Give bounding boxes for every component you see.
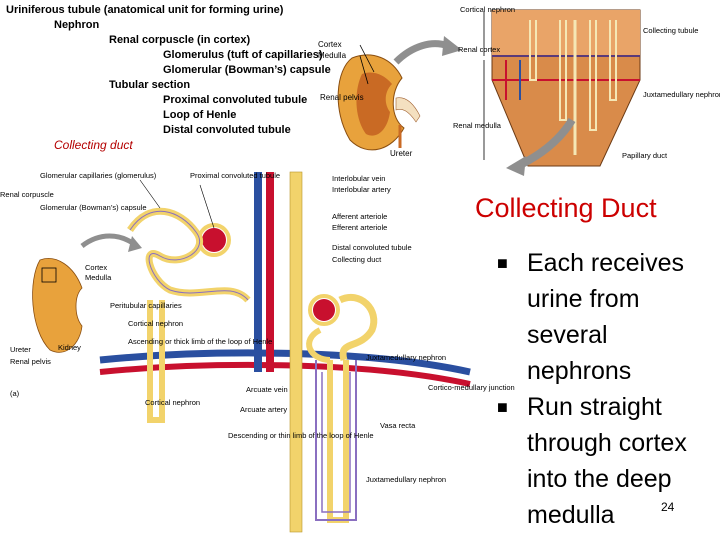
label-peritubular: Peritubular capillaries bbox=[110, 301, 182, 310]
label-efferent-arteriole: Efferent arteriole bbox=[332, 223, 387, 232]
label-medulla: Medulla bbox=[85, 273, 112, 282]
label-arcuate-vein: Arcuate vein bbox=[246, 385, 288, 394]
outline-item-distal-tubule: Distal convoluted tubule bbox=[163, 124, 291, 136]
label-interlobular-vein: Interlobular vein bbox=[332, 174, 385, 183]
outline-item-loop-of-henle: Loop of Henle bbox=[163, 109, 237, 121]
label-distal-tubule: Distal convoluted tubule bbox=[332, 243, 412, 252]
label-glomerular-capsule: Glomerular (Bowman’s) capsule bbox=[40, 203, 147, 212]
outline-item-proximal-tubule: Proximal convoluted tubule bbox=[163, 94, 308, 106]
wedge-renal-medulla-label: Renal medulla bbox=[453, 121, 502, 130]
small-kidney-illustration bbox=[32, 233, 142, 353]
label-renal-corpuscle: Renal corpuscle bbox=[0, 190, 54, 199]
bullet-text: Run straight through cortex into the dee… bbox=[527, 393, 687, 529]
label-proximal-tubule: Proximal convoluted tubule bbox=[190, 171, 280, 180]
label-afferent-arteriole: Afferent arteriole bbox=[332, 212, 387, 221]
kidney-cortex-label: Cortex bbox=[318, 40, 342, 49]
bullet-item: ■ Run straight through cortex into the d… bbox=[497, 389, 717, 533]
label-cortical-nephron: Cortical nephron bbox=[128, 319, 183, 328]
label-juxta-nephron: Juxtamedullary nephron bbox=[366, 353, 446, 362]
kidney-illustration: Cortex Medulla Renal pelvis Ureter bbox=[318, 40, 421, 158]
renal-wedge-illustration bbox=[483, 9, 641, 176]
outline-item-renal-corpuscle: Renal corpuscle (in cortex) bbox=[109, 34, 251, 46]
kidney-ureter-label: Ureter bbox=[390, 149, 413, 158]
outline-item-collecting-duct: Collecting duct bbox=[54, 138, 133, 152]
wedge-papillary-duct-label: Papillary duct bbox=[622, 151, 668, 160]
label-cortical-nephron-2: Cortical nephron bbox=[145, 398, 200, 407]
label-cortex: Cortex bbox=[85, 263, 107, 272]
diagram-labels: Glomerular capillaries (glomerulus) Rena… bbox=[0, 171, 515, 484]
label-ascending-limb: Ascending or thick limb of the loop of H… bbox=[128, 337, 272, 346]
bullet-item: ■ Each receives urine from several nephr… bbox=[497, 245, 717, 389]
bullet-square-icon: ■ bbox=[497, 253, 508, 273]
outline-item-tubular-section: Tubular section bbox=[109, 79, 191, 91]
wedge-collecting-tubule-label: Collecting tubule bbox=[643, 26, 698, 35]
kidney-medulla-label: Medulla bbox=[318, 51, 347, 60]
nephron-diagram bbox=[99, 171, 471, 533]
label-juxta-nephron-2: Juxtamedullary nephron bbox=[366, 475, 446, 484]
outline-item-uriniferous: Uriniferous tubule (anatomical unit for … bbox=[6, 4, 284, 16]
bullet-list: ■ Each receives urine from several nephr… bbox=[497, 245, 717, 533]
wedge-juxta-nephron-label: Juxtamedullary nephron bbox=[643, 90, 720, 99]
outline-item-nephron: Nephron bbox=[54, 19, 100, 31]
label-arcuate-artery: Arcuate artery bbox=[240, 405, 287, 414]
kidney-pelvis-label: Renal pelvis bbox=[320, 93, 364, 102]
top-arrow-head bbox=[442, 36, 462, 56]
label-ureter: Ureter bbox=[10, 345, 31, 354]
label-panel-a: (a) bbox=[10, 389, 20, 398]
label-cortico-junction: Cortico-medullary junction bbox=[428, 383, 515, 392]
slide-title: Collecting Duct bbox=[475, 193, 657, 223]
outline: Uriniferous tubule (anatomical unit for … bbox=[6, 3, 331, 153]
wedge-renal-cortex-label: Renal cortex bbox=[458, 45, 500, 54]
label-glomerular-capillaries: Glomerular capillaries (glomerulus) bbox=[40, 171, 157, 180]
bullet-text: Each receives urine from several nephron… bbox=[527, 249, 685, 385]
outline-item-glomerular-capsule: Glomerular (Bowman’s) capsule bbox=[163, 64, 331, 76]
label-interlobular-artery: Interlobular artery bbox=[332, 185, 391, 194]
label-descending-limb: Descending or thin limb of the loop of H… bbox=[228, 431, 374, 440]
outline-item-glomerulus: Glomerulus (tuft of capillaries) bbox=[163, 49, 323, 61]
label-vasa-recta: Vasa recta bbox=[380, 421, 416, 430]
label-kidney: Kidney bbox=[58, 343, 81, 352]
top-arrow bbox=[393, 40, 450, 65]
label-renal-pelvis: Renal pelvis bbox=[10, 357, 51, 366]
page-number: 24 bbox=[661, 500, 675, 514]
bullet-square-icon: ■ bbox=[497, 397, 508, 417]
wedge-cortical-nephron-label: Cortical nephron bbox=[460, 5, 515, 14]
label-collecting-duct: Collecting duct bbox=[332, 255, 382, 264]
